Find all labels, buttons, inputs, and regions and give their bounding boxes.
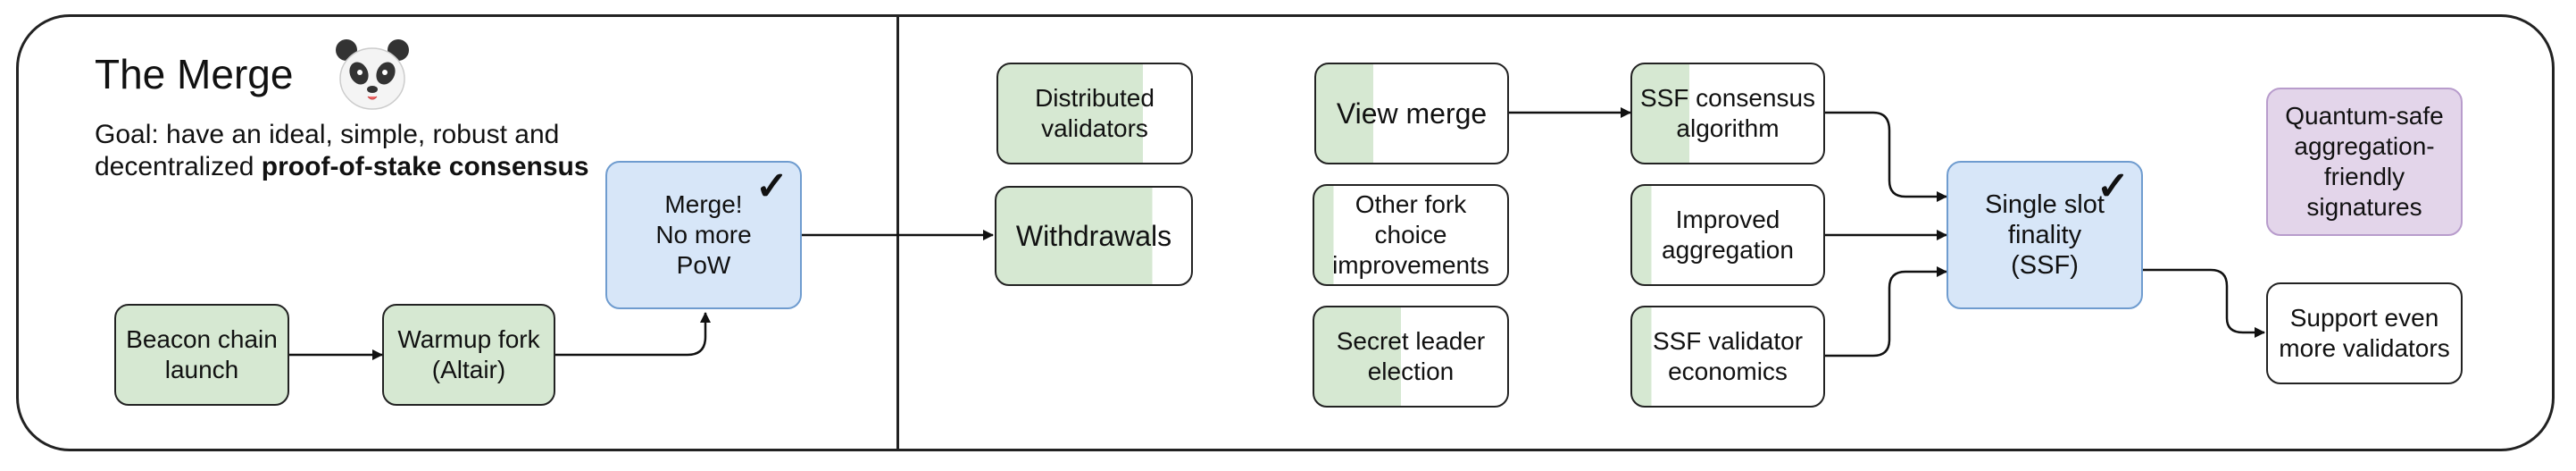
node-view-merge: View merge	[1314, 63, 1509, 164]
node-merge: Merge! No more PoW ✓	[605, 161, 802, 309]
node-support-more-validators: Support even more validators	[2266, 282, 2463, 384]
node-withdrawals: Withdrawals	[995, 186, 1193, 286]
node-other-fork-choice: Other fork choice improvements	[1313, 184, 1509, 286]
node-single-slot-finality: Single slot finality (SSF) ✓	[1947, 161, 2143, 309]
node-warmup-fork: Warmup fork (Altair)	[382, 304, 555, 406]
diagram-title: The Merge	[95, 51, 294, 97]
node-distributed-validators: Distributed validators	[996, 63, 1193, 164]
node-ssf-validator-economics: SSF validator economics	[1630, 306, 1825, 408]
section-divider	[896, 16, 899, 450]
arrow-warmup-to-merge	[555, 312, 711, 357]
node-secret-leader-election: Secret leader election	[1313, 306, 1509, 408]
check-mark-icon: ✓	[755, 164, 788, 208]
node-ssf-consensus-algorithm: SSF consensus algorithm	[1630, 63, 1825, 164]
arrow-economics-to-ssf	[1825, 266, 1947, 357]
node-quantum-safe-signatures: Quantum-safe aggregation-friendly signat…	[2266, 88, 2463, 236]
node-improved-aggregation: Improved aggregation	[1630, 184, 1825, 286]
node-beacon-chain-launch: Beacon chain launch	[114, 304, 289, 406]
diagram-frame	[16, 14, 2555, 451]
panda-face-icon	[336, 39, 409, 110]
check-mark-icon: ✓	[2097, 164, 2130, 208]
arrow-ssfconsensus-to-ssf	[1825, 111, 1947, 202]
goal-text: Goal: have an ideal, simple, robust and …	[95, 120, 589, 181]
arrow-ssf-to-validators	[2143, 268, 2265, 338]
